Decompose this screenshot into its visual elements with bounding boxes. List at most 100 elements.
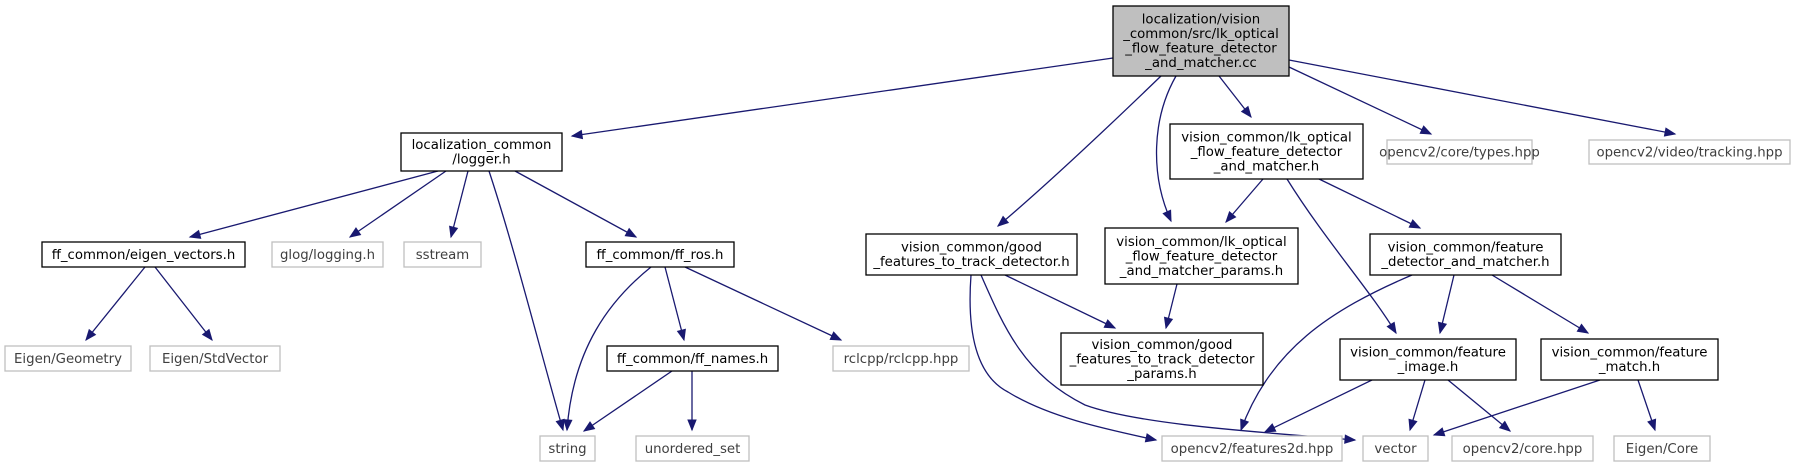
node-box <box>1169 123 1364 180</box>
arrowhead <box>582 421 596 432</box>
node-string: string <box>539 435 596 462</box>
node-label-line: _params.h <box>1126 367 1196 382</box>
arrowhead <box>1163 316 1174 330</box>
edge-eigen_vectors-to-stdvector <box>154 266 213 342</box>
node-label-line: /logger.h <box>452 153 510 168</box>
edge-layer <box>85 57 1677 444</box>
edge-ff_ros-to-ff_names <box>664 266 686 342</box>
node-label-line: ff_common/eigen_vectors.h <box>52 248 236 263</box>
arrowhead <box>1240 418 1250 432</box>
node-fdm[interactable]: vision_common/feature_detector_and_match… <box>1369 233 1562 276</box>
node-vector: vector <box>1362 435 1429 462</box>
node-layer: localization/vision_common/src/lk_optica… <box>4 5 1791 462</box>
node-lk-h[interactable]: vision_common/lk_optical_flow_feature_de… <box>1169 123 1364 180</box>
edge-root-to-tracking <box>1288 59 1677 137</box>
node-eigen-core: Eigen/Core <box>1613 435 1711 462</box>
node-box <box>1060 332 1264 386</box>
node-lk-params[interactable]: vision_common/lk_optical_flow_feature_de… <box>1104 227 1299 285</box>
node-label-line: vision_common/lk_optical <box>1116 235 1286 250</box>
edge-logger-to-string <box>488 170 565 432</box>
arrowhead <box>1432 427 1446 437</box>
node-box <box>1161 435 1343 462</box>
node-label-line: opencv2/core/types.hpp <box>1379 145 1540 160</box>
edge-logger-to-glog <box>348 170 447 238</box>
arrowhead <box>1225 210 1237 224</box>
edge-feature_match-to-vector <box>1432 379 1601 437</box>
node-feature-match[interactable]: vision_common/feature_match.h <box>1540 338 1719 381</box>
node-box <box>539 435 596 462</box>
arrowhead <box>570 129 584 140</box>
arrowhead <box>1437 321 1448 335</box>
edge-ff_names-to-string <box>582 370 673 432</box>
arrowhead <box>1386 321 1397 335</box>
edge-feature_match-to-eigen_core <box>1637 379 1657 432</box>
node-label-line: sstream <box>416 248 470 263</box>
node-label-line: _and_matcher_params.h <box>1119 264 1283 279</box>
arrowhead <box>188 229 202 239</box>
arrowhead <box>1663 127 1677 137</box>
node-box <box>1362 435 1429 462</box>
node-label-line: _image.h <box>1397 360 1459 375</box>
edge-ff_names-to-unordered_set <box>687 371 697 432</box>
edge-feature_image-to-features2d <box>1263 379 1373 433</box>
node-box <box>149 345 281 372</box>
arrowhead <box>1647 418 1657 432</box>
node-label-line: _flow_feature_detector <box>1190 145 1343 160</box>
edge-gftt-to-features2d <box>969 274 1158 443</box>
arrowhead <box>449 225 459 239</box>
edge-ff_ros-to-string <box>563 266 652 432</box>
node-label-line: _detector_and_matcher.h <box>1380 255 1549 270</box>
edge-lk_h-to-feature_image <box>1286 178 1397 335</box>
node-geometry: Eigen/Geometry <box>4 345 132 372</box>
edge-fdm-to-features2d <box>1240 274 1413 432</box>
node-logger[interactable]: localization_common/logger.h <box>400 132 563 172</box>
arrowhead <box>676 328 686 342</box>
node-box <box>585 241 735 268</box>
node-label-line: vision_common/feature <box>1552 346 1708 361</box>
node-gftt-params[interactable]: vision_common/good_features_to_track_det… <box>1060 332 1264 386</box>
node-sstream: sstream <box>403 241 482 268</box>
node-unordered-set: unordered_set <box>635 435 750 462</box>
node-box <box>635 435 750 462</box>
arrowhead <box>624 227 638 238</box>
node-label-line: _and_matcher.cc <box>1144 56 1257 71</box>
edge-root-to-types <box>1288 66 1433 135</box>
node-ff-names[interactable]: ff_common/ff_names.h <box>606 345 779 372</box>
arrowhead <box>1162 209 1172 223</box>
arrowhead <box>1144 433 1158 443</box>
node-label-line: vision_common/feature <box>1388 241 1544 256</box>
arrowhead <box>687 419 697 432</box>
node-label-line: _features_to_track_detector <box>1069 352 1255 367</box>
edge-feature_image-to-core_hpp <box>1447 379 1512 432</box>
node-label-line: localization_common <box>412 138 552 153</box>
node-rclcpp: rclcpp/rclcpp.hpp <box>832 345 970 372</box>
node-feature-image[interactable]: vision_common/feature_image.h <box>1339 338 1517 381</box>
node-types: opencv2/core/types.hpp <box>1379 139 1540 165</box>
node-features2d: opencv2/features2d.hpp <box>1161 435 1343 462</box>
arrowhead <box>996 215 1010 227</box>
node-label-line: opencv2/features2d.hpp <box>1171 442 1334 457</box>
edge-root-to-gftt <box>996 75 1162 227</box>
node-label-line: string <box>548 442 586 457</box>
node-gftt[interactable]: vision_common/good_features_to_track_det… <box>865 233 1078 276</box>
node-ff-ros[interactable]: ff_common/ff_ros.h <box>585 241 735 268</box>
node-label-line: Eigen/Geometry <box>14 352 122 367</box>
node-label-line: opencv2/core.hpp <box>1463 442 1583 457</box>
node-box <box>1104 227 1299 285</box>
node-glog: glog/logging.h <box>271 241 384 268</box>
arrowhead <box>1408 219 1422 229</box>
node-box <box>832 345 970 372</box>
node-label-line: Eigen/Core <box>1626 442 1698 457</box>
arrowhead <box>1263 423 1277 433</box>
node-box <box>606 345 779 372</box>
node-box <box>400 132 563 172</box>
node-label-line: opencv2/video/tracking.hpp <box>1596 145 1782 160</box>
arrowhead <box>555 418 565 432</box>
node-label-line: _match.h <box>1598 360 1660 375</box>
arrowhead <box>1498 420 1512 432</box>
node-box <box>1540 338 1719 381</box>
node-label-line: _and_matcher.h <box>1213 159 1319 174</box>
edge-feature_image-to-vector <box>1408 379 1426 432</box>
node-eigen-vectors[interactable]: ff_common/eigen_vectors.h <box>41 241 246 268</box>
node-box <box>1613 435 1711 462</box>
